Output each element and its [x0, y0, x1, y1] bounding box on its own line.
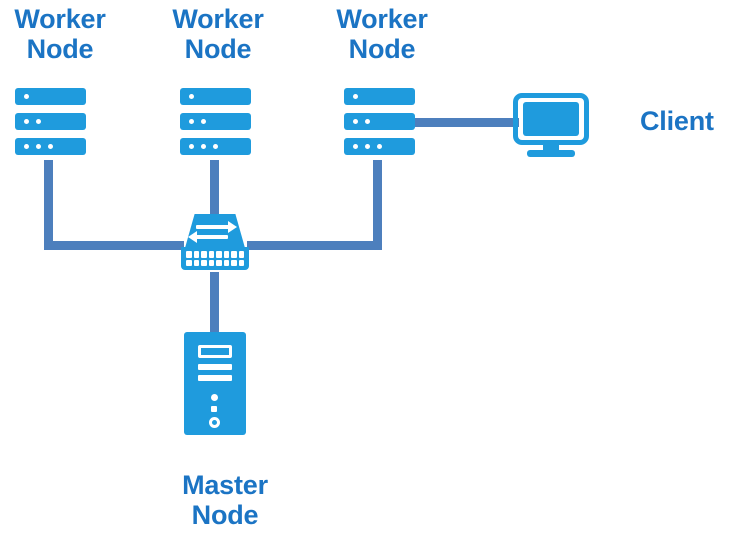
worker-node-3-server-rack-icon[interactable]: [344, 88, 415, 156]
worker-node-2-label: Worker Node: [172, 4, 264, 65]
monitor-frame: [513, 93, 589, 145]
monitor-base: [527, 150, 575, 157]
link-worker3-switch-vertical: [373, 160, 382, 250]
tower-indicator-square: [211, 406, 217, 412]
link-worker2-switch: [210, 160, 219, 218]
link-worker3-client: [415, 118, 519, 127]
switch-port-panel: [181, 247, 249, 270]
master-node-label: Master Node: [182, 470, 268, 531]
worker-node-1-label: Worker Node: [14, 4, 106, 65]
monitor-neck: [543, 145, 559, 151]
tower-indicator-dot: [211, 394, 218, 401]
tower-power-button-icon: [209, 417, 220, 428]
server-rack-row: [15, 113, 86, 130]
server-rack-row: [180, 88, 251, 105]
link-worker1-switch-horizontal: [44, 241, 184, 250]
monitor-screen: [523, 102, 579, 136]
switch-arrow-right-icon: [196, 225, 230, 229]
switch-ports: [186, 251, 244, 266]
worker-node-3-label: Worker Node: [336, 4, 428, 65]
server-rack-row: [344, 138, 415, 155]
server-rack-row: [344, 88, 415, 105]
client-monitor-icon[interactable]: [513, 93, 589, 159]
network-switch-icon[interactable]: [181, 214, 249, 270]
tower-vent-bar: [198, 375, 232, 381]
server-rack-row: [15, 88, 86, 105]
tower-drive-bay: [198, 345, 232, 358]
server-rack-row: [344, 113, 415, 130]
server-rack-row: [180, 138, 251, 155]
client-label: Client: [640, 106, 714, 136]
worker-node-1-server-rack-icon[interactable]: [15, 88, 86, 156]
server-rack-row: [180, 113, 251, 130]
switch-arrowhead-right-icon: [228, 221, 237, 233]
link-worker1-switch-vertical: [44, 160, 53, 250]
server-rack-row: [15, 138, 86, 155]
tower-vent-bar: [198, 364, 232, 370]
link-worker3-switch-horizontal: [247, 241, 382, 250]
switch-arrowhead-left-icon: [188, 231, 197, 243]
worker-node-2-server-rack-icon[interactable]: [180, 88, 251, 156]
link-switch-master: [210, 272, 219, 334]
master-node-tower-icon[interactable]: [184, 332, 246, 435]
switch-arrow-left-icon: [194, 235, 228, 239]
